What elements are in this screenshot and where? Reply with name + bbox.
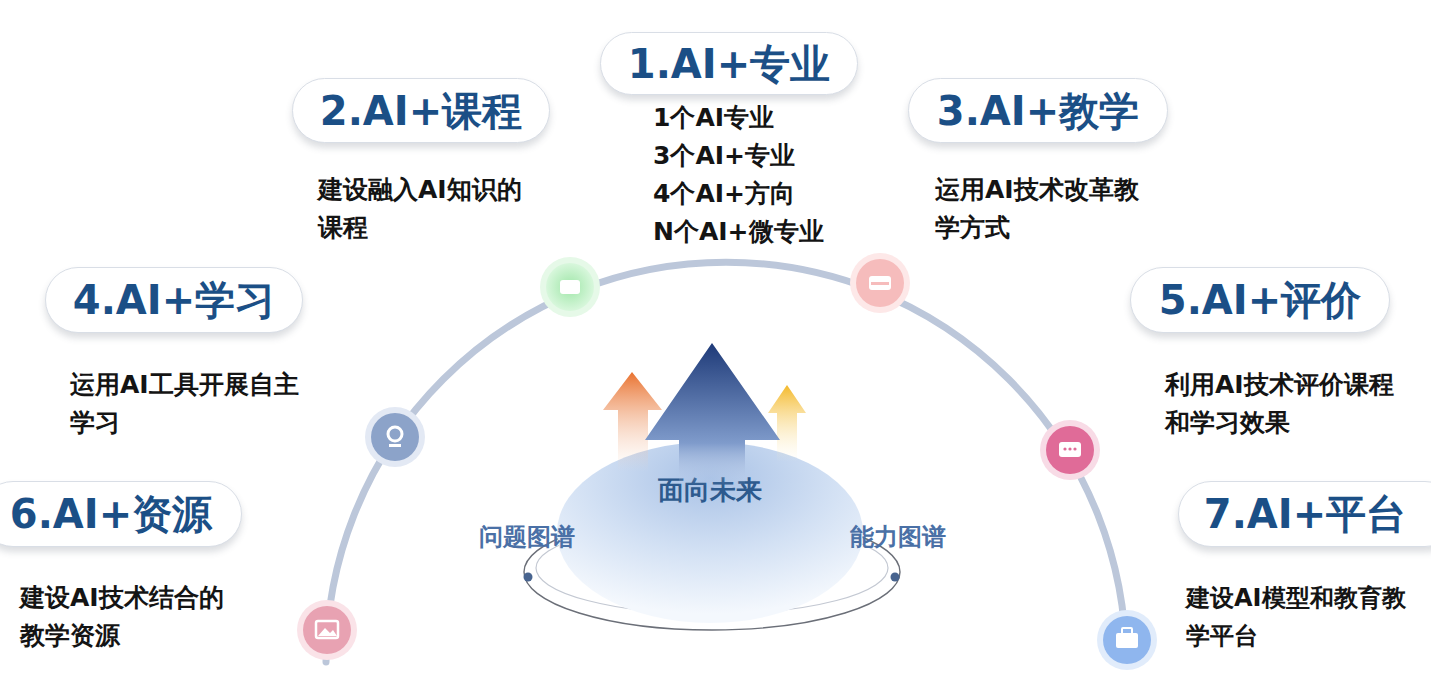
heading-pill: 4.AI+学习: [45, 267, 303, 333]
description-text: 1个AI专业3个AI+专业4个AI+方向N个AI+微专业: [653, 99, 893, 251]
topic-node: 5.AI+评价利用AI技术评价课程 和学习效果: [1130, 267, 1390, 333]
heading-pill: 7.AI+平台: [1178, 481, 1431, 547]
center-title: 面向未来: [555, 474, 865, 506]
description-text: 利用AI技术评价课程 和学习效果: [1165, 366, 1423, 442]
heading-text: 7.AI+平台: [1204, 494, 1406, 534]
graph-label: 问题图谱: [479, 522, 575, 552]
description-line: 运用AI技术改革教 学方式: [935, 171, 1163, 247]
heading-pill: 6.AI+资源: [0, 481, 242, 547]
topic-node: 2.AI+课程建设融入AI知识的 课程: [292, 78, 550, 143]
ellipse-shape: [555, 440, 865, 625]
heading-pill: 3.AI+教学: [908, 78, 1168, 143]
list-line: N个AI+微专业: [653, 213, 893, 251]
heading-text: 6.AI+资源: [10, 494, 212, 534]
arc-icon: [365, 407, 425, 467]
topic-node: 6.AI+资源建设AI技术结合的 教学资源: [0, 481, 242, 547]
description-line: 运用AI工具开展自主 学习: [70, 366, 325, 442]
heading-text: 3.AI+教学: [937, 91, 1139, 131]
description-line: 利用AI技术评价课程 和学习效果: [1165, 366, 1423, 442]
arc-icon: [540, 257, 600, 317]
topic-node: 4.AI+学习运用AI工具开展自主 学习: [45, 267, 303, 333]
description-text: 运用AI工具开展自主 学习: [70, 366, 325, 442]
description-text: 建设AI技术结合的 教学资源: [20, 579, 252, 655]
heading-text: 2.AI+课程: [320, 91, 522, 131]
description-line: 建设AI技术结合的 教学资源: [20, 579, 252, 655]
heading-text: 5.AI+评价: [1159, 280, 1361, 320]
list-line: 1个AI专业: [653, 99, 893, 137]
arc-icon: [850, 253, 910, 313]
description-text: 运用AI技术改革教 学方式: [935, 171, 1163, 247]
list-line: 4个AI+方向: [653, 175, 893, 213]
center-ellipse: 面向未来: [555, 440, 865, 625]
topic-node: 3.AI+教学运用AI技术改革教 学方式: [908, 78, 1168, 143]
list-line: 3个AI+专业: [653, 137, 893, 175]
heading-pill: 2.AI+课程: [292, 78, 550, 143]
description-line: 建设AI模型和教育教 学平台: [1186, 579, 1431, 655]
arc-icon: [1040, 420, 1100, 480]
arc-icon: [1097, 610, 1157, 670]
topic-node: 7.AI+平台建设AI模型和教育教 学平台: [1178, 481, 1431, 547]
graph-label: 能力图谱: [850, 522, 946, 552]
heading-pill: 5.AI+评价: [1130, 267, 1390, 333]
description-text: 建设融入AI知识的 课程: [318, 171, 546, 247]
heading-pill: 1.AI+专业: [600, 32, 858, 95]
description-line: 建设融入AI知识的 课程: [318, 171, 546, 247]
main-arc: [326, 262, 1126, 662]
topic-node: 1.AI+专业1个AI专业3个AI+专业4个AI+方向N个AI+微专业: [600, 32, 858, 95]
heading-text: 1.AI+专业: [628, 44, 830, 84]
description-text: 建设AI模型和教育教 学平台: [1186, 579, 1431, 655]
ellipse-fill: [557, 442, 863, 623]
arc-icon: [297, 600, 357, 660]
heading-text: 4.AI+学习: [73, 280, 275, 320]
